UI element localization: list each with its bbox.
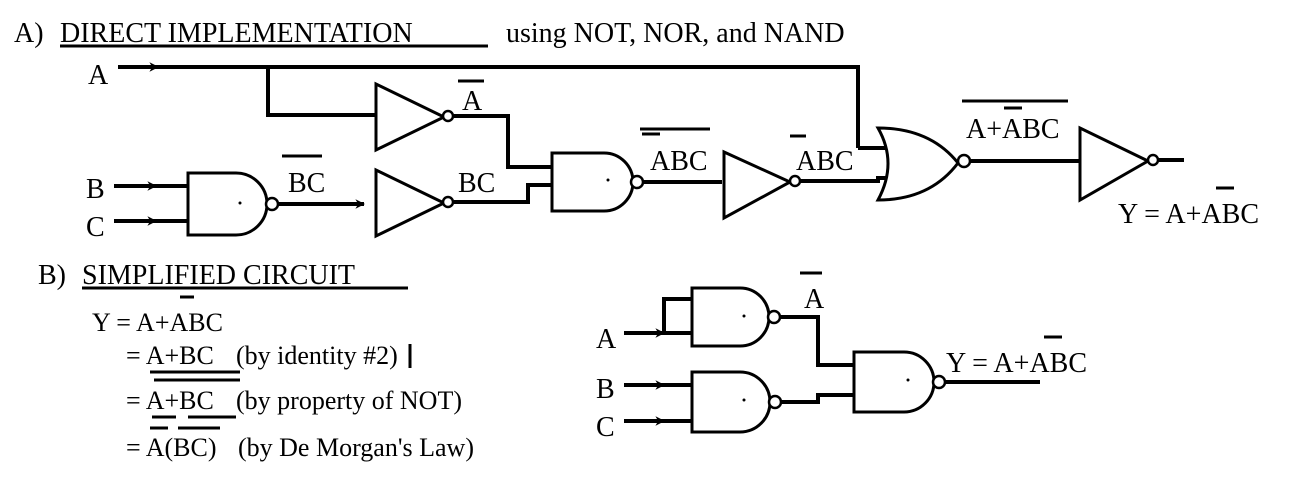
wire-a-branch — [266, 67, 378, 117]
nand-abc-bubble — [629, 174, 645, 190]
nor-bubble — [956, 153, 972, 169]
step-1-expr: = A+BC — [126, 341, 214, 370]
section-b-title: B) SIMPLIFIED CIRCUIT — [38, 260, 408, 291]
not-gate-final — [1078, 125, 1160, 203]
not-a-bubble — [441, 109, 455, 123]
simplified-nand-a-bubble — [766, 309, 782, 325]
simplified-label-a-bar: A — [804, 284, 825, 315]
section-a-title: A) DIRECT IMPLEMENTATION using NOT, NOR,… — [14, 18, 845, 49]
not-bc-bubble — [441, 195, 455, 209]
step-2-note: (by property of NOT) — [236, 386, 462, 415]
section-a-prefix: A) — [14, 18, 44, 49]
simplified-output-equation: Y = A+ABC — [946, 348, 1087, 379]
simplification-steps: Y = A+ABC = A+BC (by identity #2) = A+BC… — [92, 295, 474, 462]
wire-a-bar-bc — [800, 176, 890, 183]
nor-gate — [875, 126, 972, 202]
not-gate-bc — [374, 167, 455, 239]
step-3-note: (by De Morgan's Law) — [238, 433, 474, 462]
simplified-input-b-label: B — [596, 374, 615, 405]
nand-gate-bc — [186, 171, 280, 237]
input-a-label: A — [88, 60, 109, 91]
step-3-expr: = A(BC) — [126, 433, 217, 462]
simplified-nand-a — [690, 286, 782, 348]
label-a-bar-bc: ABC — [796, 146, 854, 177]
wire-bc — [454, 183, 552, 204]
section-b-heading: SIMPLIFIED CIRCUIT — [82, 260, 355, 291]
nand-bc-bubble — [264, 196, 280, 212]
simplified-wire-a-top — [662, 297, 692, 333]
label-a-bar: A — [462, 86, 483, 117]
not-gate-abc — [722, 149, 802, 221]
step-2-expr: = A+BC — [126, 386, 214, 415]
simplified-nand-bc-bubble — [767, 394, 783, 410]
nand-gate-abc — [550, 151, 645, 213]
simplified-nand-final — [852, 350, 947, 414]
not-abc-bubble — [788, 174, 802, 188]
simplified-input-c-label: C — [596, 412, 615, 443]
label-abc-bar: ABC — [650, 146, 708, 177]
label-nor-out: A+ABC — [966, 114, 1060, 145]
section-a-suffix: using NOT, NOR, and NAND — [506, 18, 845, 49]
label-bc: BC — [458, 168, 495, 199]
simplified-wire-bc-bar — [781, 393, 854, 404]
label-bc-bar: BC — [288, 168, 325, 199]
step-1-note: (by identity #2) — [236, 341, 398, 370]
wire-a-bar — [454, 114, 552, 169]
simplified-nand-final-bubble — [931, 374, 947, 390]
output-equation: Y = A+ABC — [1118, 199, 1259, 230]
simplified-input-a-label: A — [596, 324, 617, 355]
input-c-label: C — [86, 212, 105, 243]
section-b-prefix: B) — [38, 260, 66, 291]
simplified-wire-a-bar — [780, 315, 854, 367]
not-final-bubble — [1146, 153, 1160, 167]
wire-a-main — [158, 65, 860, 148]
section-a-heading: DIRECT IMPLEMENTATION — [60, 18, 413, 49]
not-gate-a — [374, 81, 455, 153]
simplified-nand-bc — [690, 370, 783, 434]
input-b-label: B — [86, 174, 105, 205]
step-0-expr: Y = A+ABC — [92, 308, 223, 337]
